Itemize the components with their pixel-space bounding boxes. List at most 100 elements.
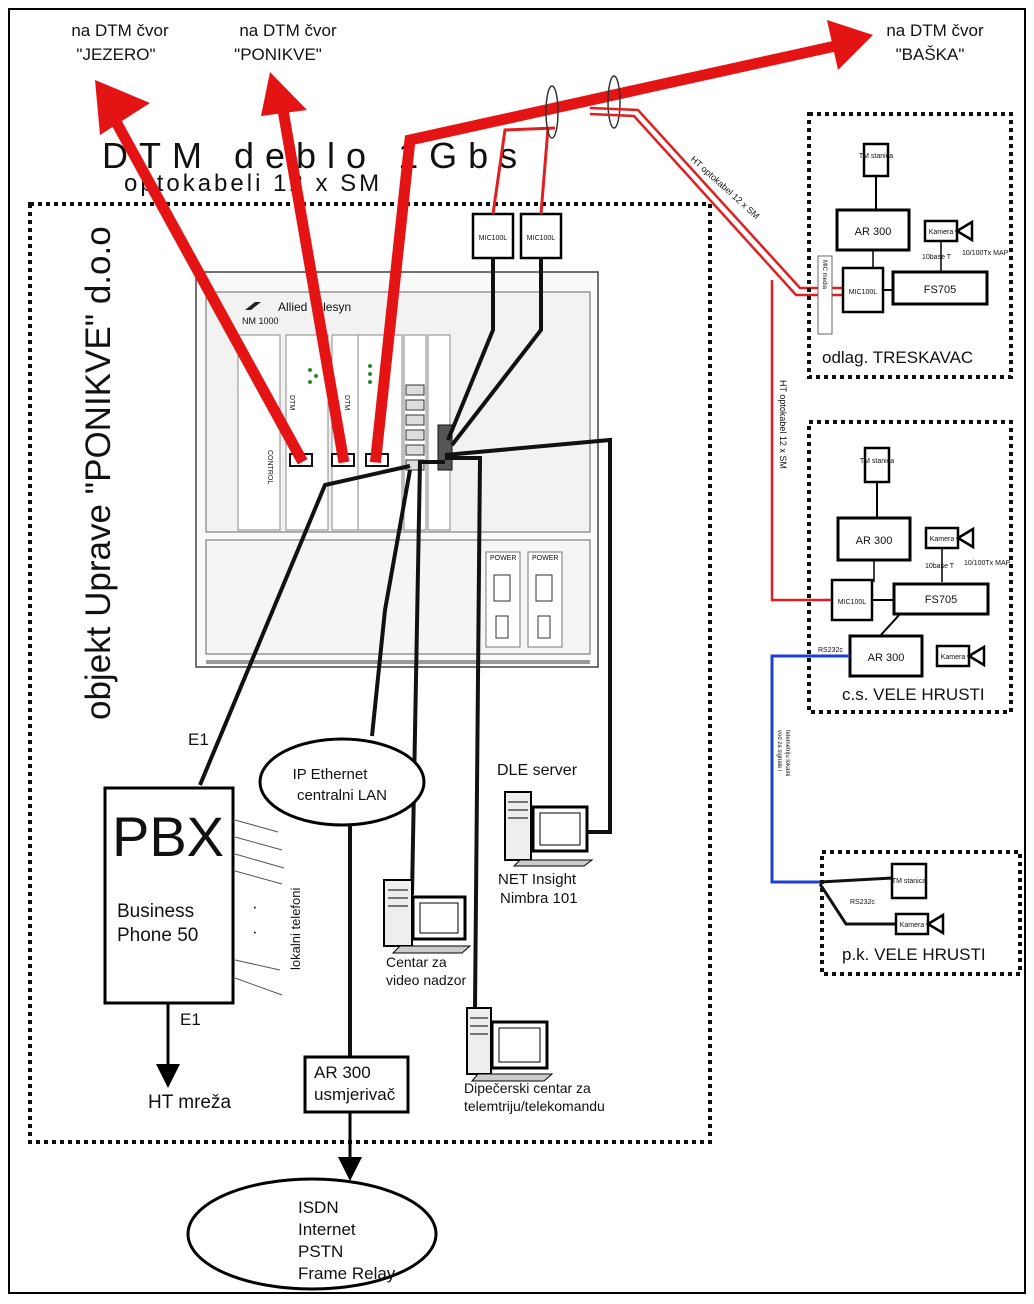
hrusti-pk-camera: Kamera [900, 922, 925, 929]
dest-ponikve-line1: na DTM čvor [239, 21, 337, 40]
treskavac-ar300: AR 300 [855, 226, 892, 238]
dest-baska-line2: "BAŠKA" [896, 45, 965, 64]
treskavac-tm: TM stanica [859, 153, 893, 160]
pk-cables [818, 876, 896, 926]
local-phones: lokalni telefoni [288, 888, 303, 970]
hrusti-pk-tm-box [890, 862, 928, 900]
hrusti-cs-camera1: Kamera [930, 536, 955, 543]
wan-l4: Frame Relay [298, 1264, 396, 1283]
hrusti-cs-camera2: Kamera [941, 654, 966, 661]
dest-baska-line1: na DTM čvor [886, 21, 984, 40]
wan-l2: Internet [298, 1220, 356, 1239]
camera-icon [955, 526, 975, 550]
treskavac-label: odlag. TRESKAVAC [822, 348, 973, 367]
hrusti-cs-fs705: FS705 [925, 594, 957, 606]
pbx-line1: Business [117, 901, 194, 922]
allied-logo [245, 302, 261, 310]
phone-dots-2: · [252, 922, 258, 941]
trunk-baska [369, 38, 847, 464]
fiber-treskavac [589, 106, 843, 297]
hrusti-cs-mic-box [830, 578, 874, 622]
dle-line2: Nimbra 101 [500, 890, 578, 907]
dest-jezero-line1: na DTM čvor [71, 21, 169, 40]
hrusti-cs-fs705-box [892, 582, 990, 616]
treskavac-fs705: FS705 [924, 284, 956, 296]
phone-dots: · [252, 897, 258, 916]
lan-ellipse [258, 737, 426, 827]
hrusti-cs-ar300b: AR 300 [868, 652, 905, 664]
bundle-loop-2 [607, 75, 621, 129]
trunk-ponikve [276, 103, 350, 464]
camera-icon [966, 644, 986, 668]
treskavac-mic: MIC100L [849, 289, 878, 296]
card-control: CONTROL [266, 450, 273, 484]
dle-line1: NET Insight [498, 871, 577, 888]
hrusti-pk-tm: TM stanica [892, 878, 926, 885]
arrowhead-baska [827, 20, 873, 70]
trunk-title: DTM deblo 1Gbs [102, 135, 528, 176]
phone-lines [234, 819, 285, 996]
ht-network: HT mreža [148, 1092, 231, 1113]
pbx-title: PBX [112, 805, 224, 868]
hrusti-cs-label: c.s. VELE HRUSTI [842, 685, 985, 704]
rs232-link [770, 654, 850, 884]
trunk-subtitle: optokabeli 12 x SM [124, 170, 382, 197]
wan-l3: PSTN [298, 1242, 343, 1261]
fiber-hrusti [770, 280, 832, 602]
treskavac-media-label: MIC media [821, 260, 827, 290]
hrusti-cs-ar300b-box [848, 634, 924, 678]
camera-icon [925, 912, 945, 936]
hrusti-cs-tm: TM stanica [860, 458, 894, 465]
dispatch-pc [466, 1007, 554, 1082]
psu2-label: POWER [532, 555, 558, 562]
pbx-line2: Phone 50 [117, 925, 198, 946]
dest-jezero-line2: "JEZERO" [76, 45, 155, 64]
dle-server-pc [504, 791, 594, 867]
hrusti-cs-speed: 10/100Tx MAP [964, 560, 1011, 567]
dest-baska: na DTM čvor "BAŠKA" [886, 21, 984, 64]
dispatch-line2: telemtriju/telekomandu [464, 1098, 605, 1114]
dest-ponikve-line2: "PONIKVE" [234, 45, 322, 64]
card-dtm1: DTM [288, 395, 295, 410]
mic-left-label: MIC100L [479, 235, 508, 242]
building-label: objekt Uprave "PONIKVE" d.o.o [79, 226, 118, 720]
dispatch-line1: Dipečerski centar za [464, 1080, 591, 1096]
router-line2: usmjerivač [314, 1085, 396, 1104]
video-center-line2: video nadzor [386, 972, 467, 988]
treskavac-speed: 10/100Tx MAP [962, 250, 1009, 257]
mic-right-label: MIC100L [527, 235, 556, 242]
lan-line2: centralni LAN [297, 787, 387, 804]
outer-frame [8, 8, 1026, 1294]
treskavac-media [817, 255, 833, 335]
hrusti-pk-rs: RS232c [850, 899, 875, 906]
hrusti-cs-ar300a-box [836, 516, 912, 562]
treskavac-camera: Kamera [929, 229, 954, 236]
router-box [303, 1055, 410, 1114]
dtm-trunk [107, 38, 847, 465]
card-dtm2: DTM [343, 395, 350, 410]
treskavac-fs705-box [891, 270, 989, 306]
video-center-line1: Centar za [386, 954, 447, 970]
hrusti-cs-boundary [807, 420, 1013, 714]
cable-label-2: telemetriju lokalni [784, 730, 790, 776]
hrusti-cs-links [873, 548, 943, 582]
building-boundary [28, 202, 712, 1144]
fiber-hrusti-label: HT optokabel 12 x SM [778, 380, 788, 469]
camera-icon [954, 219, 974, 243]
hrusti-cs-mic: MIC100L [838, 599, 867, 606]
hrusti-pk-label: p.k. VELE HRUSTI [842, 945, 986, 964]
dest-ponikve: na DTM čvor "PONIKVE" [234, 21, 337, 64]
hrusti-pk-boundary [820, 850, 1022, 976]
treskavac-base-t: 10base T [922, 254, 952, 261]
lan-line1: IP Ethernet [293, 766, 369, 783]
dest-jezero: na DTM čvor "JEZERO" [71, 21, 169, 64]
arrowhead-ponikve [261, 72, 307, 116]
mic-uplinks [491, 126, 556, 215]
arrowhead-jezero [95, 80, 150, 135]
rack-cables [198, 258, 612, 1009]
bundle-loop-1 [545, 85, 559, 139]
pbx-e1-bottom: E1 [180, 1010, 201, 1029]
cable-label-1: vod za signale i [776, 730, 782, 771]
